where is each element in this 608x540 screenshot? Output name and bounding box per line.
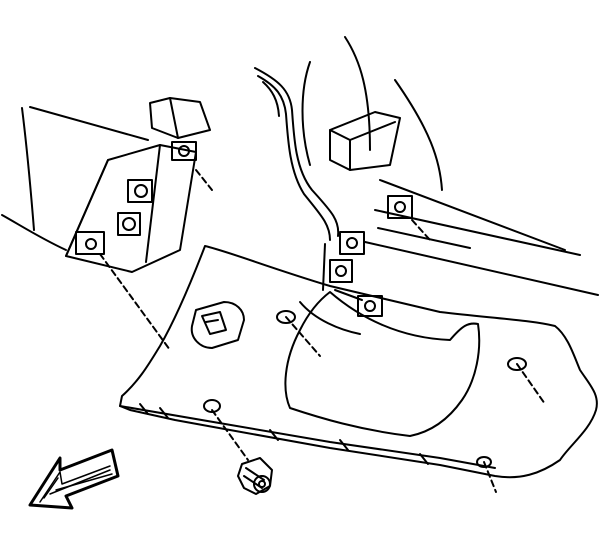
- direction-arrow-icon: [30, 450, 118, 508]
- wiring-harness: [255, 68, 382, 316]
- bracket-clip-top: [172, 142, 196, 160]
- bracket-clip-right: [388, 196, 412, 218]
- panel-screw-hole-lower-right: [477, 457, 491, 467]
- bracket-hole-bottom: [76, 232, 104, 254]
- bracket-hole-lower: [118, 213, 140, 235]
- knee-bolster-trim-panel: [100, 246, 597, 492]
- instrument-panel-bracket-left: [66, 98, 212, 272]
- panel-screw-hole-lower-left: [204, 400, 220, 412]
- harness-connector-2: [330, 260, 352, 282]
- panel-retaining-screw: [212, 410, 272, 494]
- harness-connector-1: [340, 232, 364, 254]
- steering-column-opening: [285, 292, 479, 436]
- panel-screw-hole-right: [508, 358, 526, 370]
- bracket-hole-upper: [128, 180, 152, 202]
- panel-screw-hole-upper: [277, 311, 295, 323]
- instrument-panel-bracket-right: [330, 112, 430, 240]
- panel-switch-pocket: [192, 302, 244, 348]
